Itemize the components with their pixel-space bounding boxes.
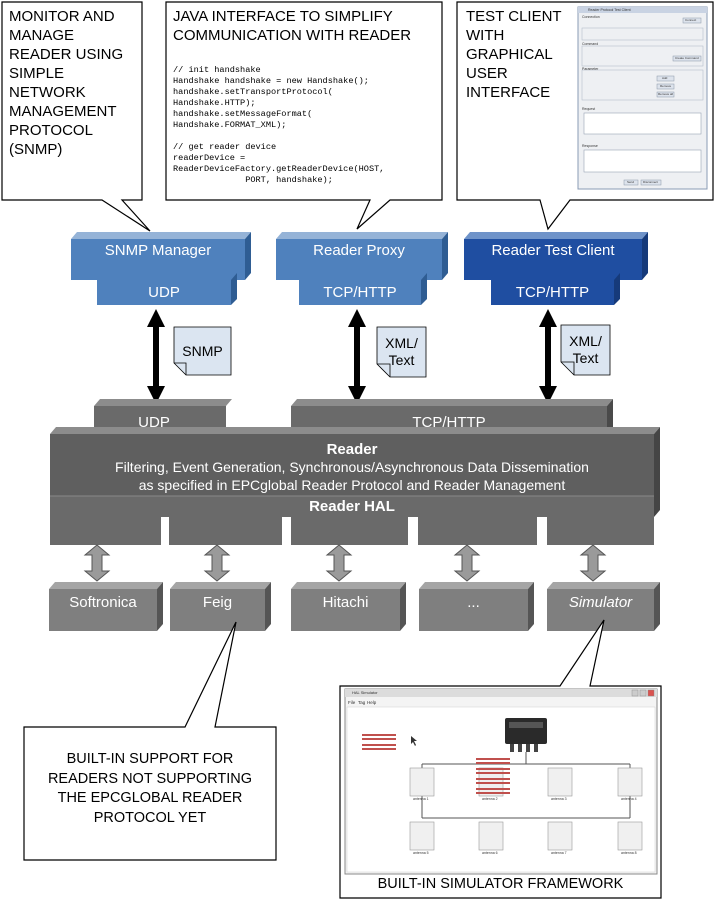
device-boxes — [49, 582, 660, 631]
callout-builtin-support-shape — [23, 621, 277, 861]
callout-java-title: JAVA INTERFACE TO SIMPLIFY COMMUNICATION… — [173, 8, 412, 44]
antenna-2-label: antenna 2 — [482, 797, 498, 801]
test-client-create-command-button: Create Command — [675, 56, 699, 60]
antenna-6-label: antenna 6 — [482, 851, 498, 855]
antenna-3-label: antenna 3 — [551, 797, 567, 801]
device-simulator: Simulator — [568, 593, 633, 611]
reader-test-client-label: Reader Test Client — [491, 242, 615, 259]
java-code-snippet: // init handshake Handshake handshake = … — [173, 65, 385, 185]
snmp-note-shape — [173, 326, 232, 376]
callout-test-client-text: TEST CLIENT WITH GRAPHICAL USER INTERFAC… — [466, 8, 562, 101]
reader-proxy-shape — [276, 232, 448, 305]
simulator-menu-help[interactable]: Help — [367, 700, 377, 705]
antenna-8-label: antenna 8 — [621, 851, 637, 855]
test-client-remove-button: Remove — [660, 84, 672, 88]
device-hitachi: Hitachi — [322, 593, 369, 611]
callout-builtin-support-text: BUILT-IN SUPPORT FOR READERS NOT SUPPORT… — [47, 751, 253, 826]
test-client-remove-all-button: Remove all — [658, 92, 674, 96]
reader-description-line2: as specified in EPCglobal Reader Protoco… — [138, 476, 566, 493]
test-client-window-title: Reader Protocol Test Client — [588, 8, 631, 12]
antenna-7-label: antenna 7 — [551, 851, 567, 855]
test-client-section-request: Request — [582, 107, 596, 111]
simulator-menu-file[interactable]: File — [348, 700, 356, 705]
snmp-manager-transport: UDP — [148, 284, 180, 301]
device-ellipsis: ... — [467, 593, 480, 611]
simulator-window-title: HAL Simulator — [352, 690, 378, 695]
reader-test-client-transport: TCP/HTTP — [515, 284, 590, 301]
reader-proxy-label: Reader Proxy — [313, 242, 405, 259]
test-client-section-parameter: Parameter — [582, 67, 599, 71]
reader-test-client-shape — [464, 232, 648, 305]
reader-tcp-http-label: TCP/HTTP — [412, 413, 486, 431]
callout-java-shape — [165, 1, 443, 230]
reader-stack-shape — [50, 399, 660, 545]
reader-udp-label: UDP — [138, 413, 170, 431]
test-client-add-button: Add — [662, 76, 668, 80]
reader-title: Reader — [326, 440, 378, 458]
test-client-connect-button: Connect — [685, 18, 697, 22]
reader-description-line1: Filtering, Event Generation, Synchronous… — [115, 458, 589, 475]
simulator-screenshot — [344, 688, 658, 875]
snmp-note: SNMP — [182, 342, 223, 359]
callout-snmp-shape — [1, 1, 151, 232]
callout-snmp-text: MONITOR AND MANAGE READER USING SIMPLE N… — [9, 8, 124, 158]
reader-proxy-transport: TCP/HTTP — [323, 284, 397, 301]
xml-note-2-shape — [560, 324, 611, 376]
device-softronica: Softronica — [69, 593, 137, 611]
antenna-4-label: antenna 4 — [621, 797, 637, 801]
simulator-menu-tag[interactable]: Tag — [358, 700, 366, 705]
test-client-section-response: Response — [582, 144, 598, 148]
antenna-1-label: antenna 1 — [413, 797, 429, 801]
device-feig: Feig — [202, 593, 233, 611]
device-link-arrows — [83, 544, 607, 582]
antenna-5-label: antenna 5 — [413, 851, 429, 855]
test-client-send-button: Send — [627, 180, 635, 184]
reader-hal-label: Reader HAL — [309, 498, 395, 515]
test-client-screenshot — [577, 6, 708, 190]
xml-text-note-1: XML/ Text — [385, 335, 418, 368]
callout-simulator-caption: BUILT-IN SIMULATOR FRAMEWORK — [377, 875, 624, 892]
test-client-section-connection: Connection — [582, 15, 600, 19]
xml-note-1-shape — [376, 326, 427, 378]
test-client-section-command: Command — [582, 42, 599, 46]
test-client-disconnect-button: Disconnect — [643, 180, 658, 184]
snmp-manager-label: SNMP Manager — [104, 242, 212, 259]
snmp-manager-shape — [71, 232, 251, 305]
xml-text-note-2: XML/ Text — [569, 333, 602, 366]
